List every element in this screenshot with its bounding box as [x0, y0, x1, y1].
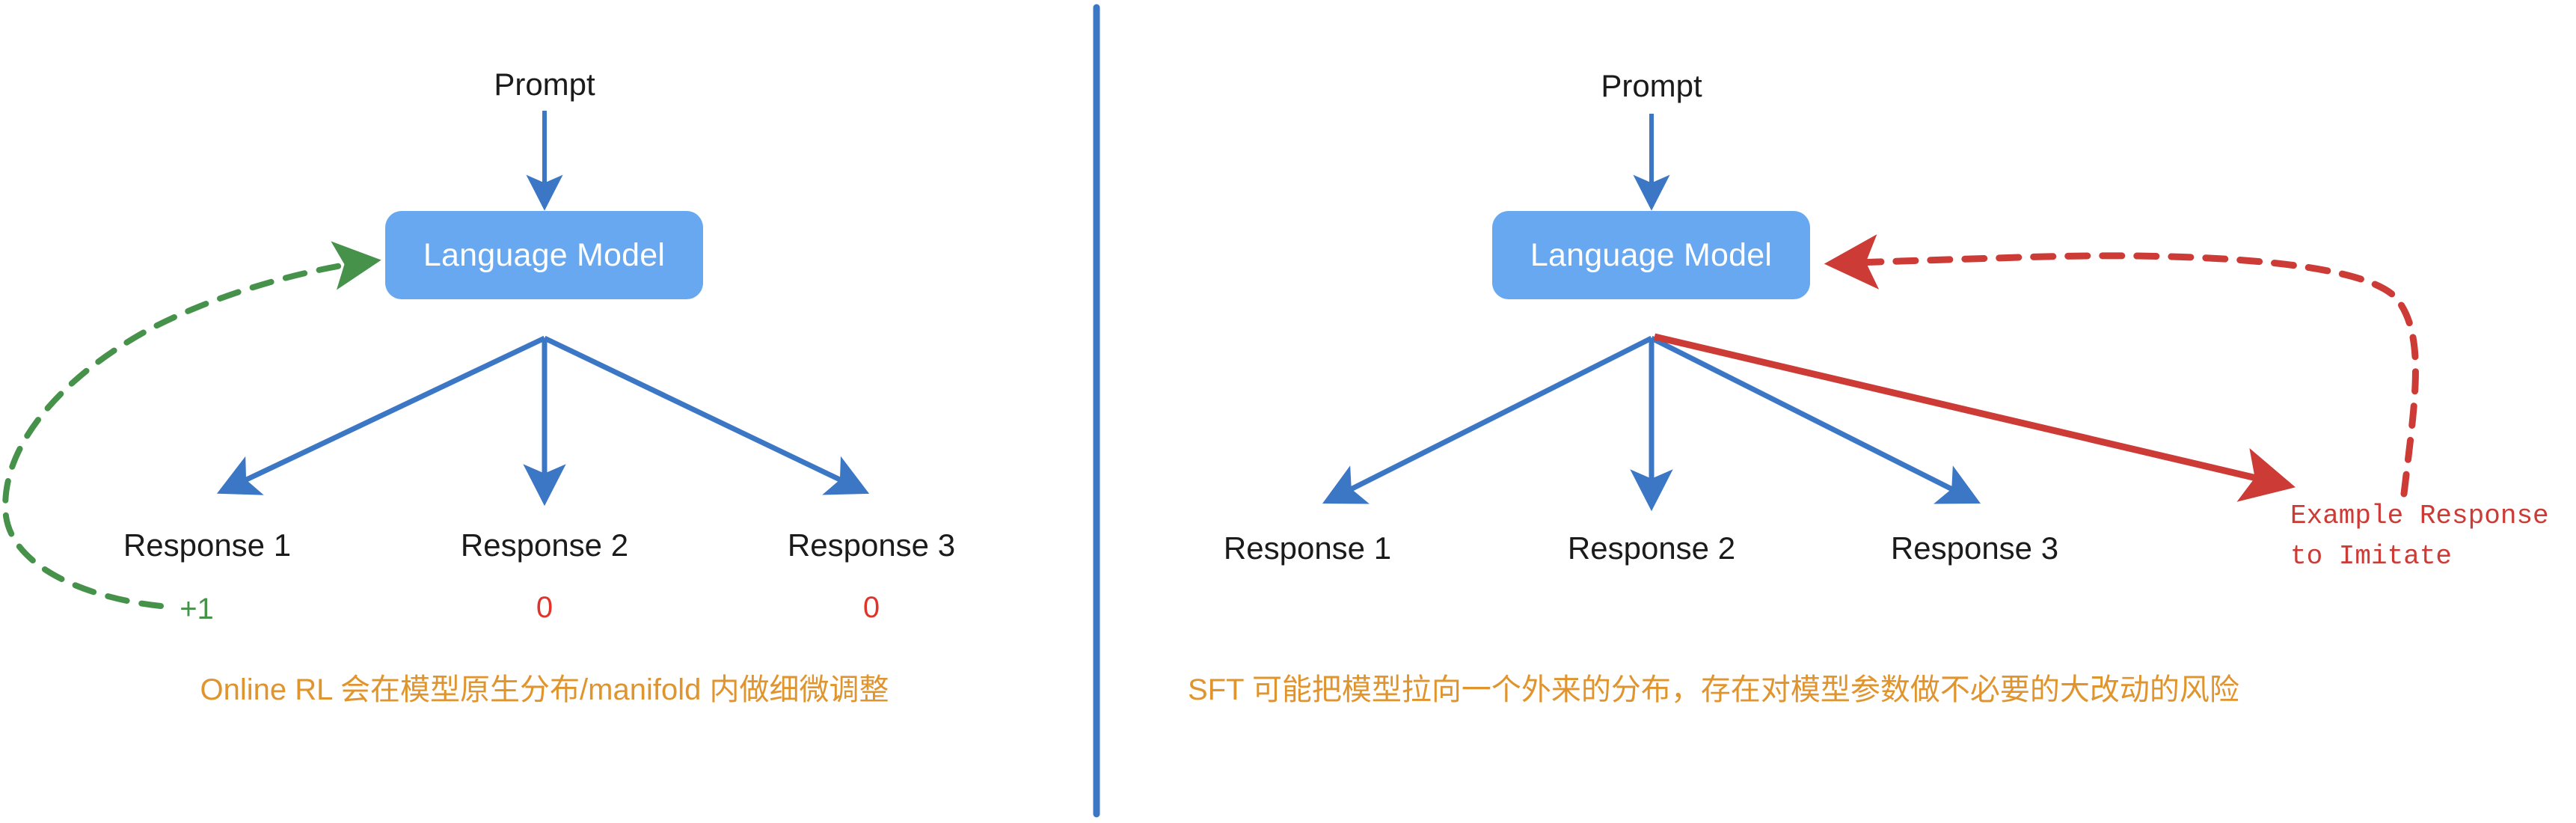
arrow-model-to-response1-left: [216, 335, 546, 495]
language-model-node-left[interactable]: Language Model: [385, 211, 703, 299]
response-label-right-2: Response 2: [1567, 530, 1736, 566]
caption-sft: SFT 可能把模型拉向一个外来的分布，存在对模型参数做不必要的大改动的风险: [1188, 673, 2239, 706]
arrow-model-to-response3-left: [543, 335, 870, 495]
response-label-left-3: Response 3: [787, 527, 956, 563]
language-model-node-right[interactable]: Language Model: [1492, 211, 1810, 299]
prompt-label-left: Prompt: [494, 67, 595, 102]
arrow-model-to-response3-right: [1650, 335, 1981, 504]
response-label-left-1: Response 1: [123, 527, 292, 563]
example-response-label-line2: to Imitate: [2290, 541, 2453, 572]
response-label-right-1: Response 1: [1223, 530, 1392, 566]
reward-value-left-1: +1: [180, 593, 214, 625]
reward-value-left-2: 0: [536, 591, 553, 624]
caption-online-rl: Online RL 会在模型原生分布/manifold 内做细微调整: [200, 673, 889, 706]
arrow-model-to-response1-right: [1322, 335, 1653, 504]
reward-value-left-3: 0: [862, 591, 880, 624]
response-label-right-3: Response 3: [1890, 530, 2059, 566]
feedback-loop-red: [1824, 234, 2419, 498]
arrow-model-to-example-response: [1653, 333, 2296, 502]
example-response-label-line1: Example Response: [2290, 501, 2549, 531]
prompt-label-right: Prompt: [1601, 68, 1702, 103]
response-label-left-2: Response 2: [460, 527, 629, 563]
